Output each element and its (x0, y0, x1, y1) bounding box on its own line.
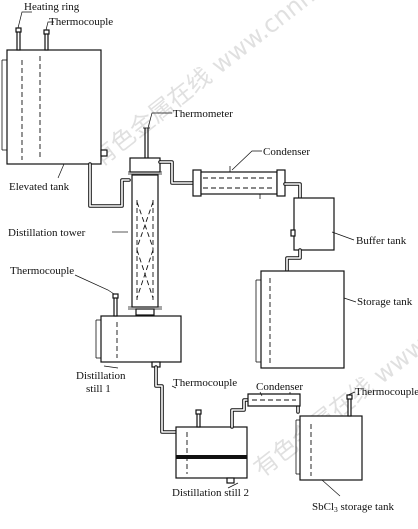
label-buffer-tank: Buffer tank (356, 235, 407, 247)
thermometer (143, 127, 150, 158)
label-distillation-tower: Distillation tower (8, 227, 86, 239)
elevated-tank (1, 27, 108, 165)
distillation-still-1 (95, 293, 182, 368)
label-thermocouple-top: Thermocouple (49, 16, 113, 28)
buffer-tank (290, 197, 335, 251)
pipe-tower-to-condenser (158, 160, 195, 185)
label-thermometer: Thermometer (173, 108, 233, 120)
label-sbcl3-prefix: SbCl (312, 501, 334, 513)
watermark-top: 有色金属在线 www.cnnmol.com (86, 0, 389, 173)
label-sbcl3-subscript: 3 (334, 505, 338, 514)
label-elevated-tank: Elevated tank (9, 181, 70, 193)
distillation-still-2 (175, 409, 248, 484)
elevated-tank-thermocouple (43, 29, 50, 51)
labels: Heating ring Thermocouple Thermometer Co… (8, 1, 418, 514)
label-thermocouple-mid: Thermocouple (173, 377, 237, 389)
label-thermocouple-right: Thermocouple (355, 386, 418, 398)
pipe-elevated-to-tower (88, 162, 131, 208)
label-condenser-top: Condenser (263, 146, 310, 158)
pipe-buffer-to-storage (285, 248, 302, 272)
bottom-condenser (247, 392, 301, 407)
still-1-thermocouple (112, 293, 119, 317)
distillation-tower (128, 127, 162, 316)
pipe-condenser-to-buffer (283, 182, 302, 200)
label-condenser-bottom: Condenser (256, 381, 303, 393)
storage-tank (255, 270, 345, 369)
top-condenser (192, 166, 286, 199)
label-sbcl3-storage-tank: SbCl3 storage tank (312, 501, 394, 514)
label-thermocouple-left: Thermocouple (10, 265, 74, 277)
sbcl3-storage-tank (295, 394, 363, 481)
label-distillation-still-1-line2: still 1 (86, 383, 111, 395)
heating-ring (15, 27, 22, 51)
leader-lines (17, 11, 357, 497)
label-distillation-still-2: Distillation still 2 (172, 487, 249, 499)
label-distillation-still-1-line1: Distillation (76, 370, 126, 382)
label-storage-tank: Storage tank (357, 296, 413, 308)
label-sbcl3-suffix: storage tank (338, 501, 395, 513)
pipe-still1-to-still2 (154, 365, 178, 434)
label-heating-ring: Heating ring (24, 1, 80, 13)
